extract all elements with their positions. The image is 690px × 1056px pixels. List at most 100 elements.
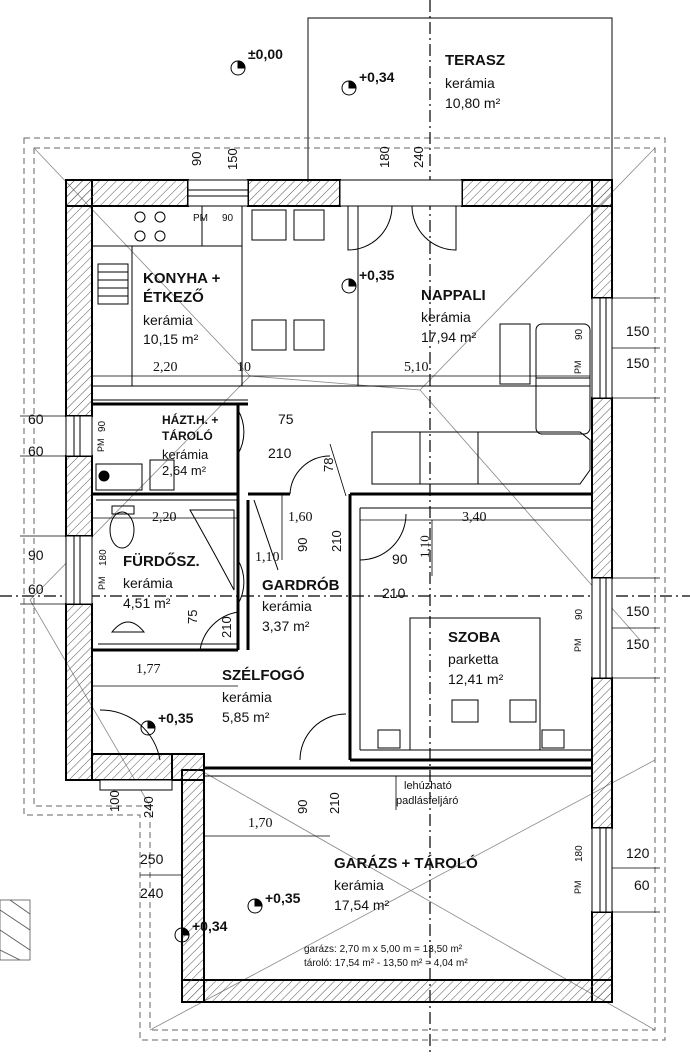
level-garage: +0,35 <box>265 890 301 906</box>
dim-210d: 210 <box>327 792 342 814</box>
room-garazs-name: GARÁZS + TÁROLÓ <box>334 855 478 872</box>
sofa <box>371 323 591 485</box>
dim-right-150a: 150 <box>626 323 650 339</box>
dim-top-150: 150 <box>225 148 240 170</box>
ground-hatch <box>0 899 31 961</box>
bed <box>377 617 565 751</box>
exterior-walls <box>65 179 613 1003</box>
room-konyha-name-1: KONYHA + <box>143 270 221 287</box>
dim-top-180: 180 <box>377 146 392 168</box>
dim-top-240: 240 <box>411 146 426 168</box>
pm-label-left-bath: PM <box>97 576 107 591</box>
dim-left-60c: 60 <box>28 581 44 597</box>
room-furdo-area: 4,51 m² <box>123 595 171 611</box>
dim-left-90: 90 <box>28 547 44 563</box>
pm-label-right-room: PM <box>573 638 583 653</box>
dim-kitchen-width: 2,20 <box>153 360 178 375</box>
dim-right-150d: 150 <box>626 636 650 652</box>
dim-left-60b: 60 <box>28 443 44 459</box>
room-terasz-area: 10,80 m² <box>445 95 501 111</box>
level-living: +0,35 <box>359 267 395 283</box>
dim-right-150b: 150 <box>626 355 650 371</box>
dim-garage-door-width: 1,70 <box>248 816 273 831</box>
bathroom-fixtures <box>95 459 235 633</box>
dim-210b: 210 <box>329 530 344 552</box>
dim-78: 78 <box>321 457 336 472</box>
dim-room-depth: 1,10 <box>417 535 432 558</box>
dim-90d: 90 <box>222 213 234 224</box>
dim-entrance-width: 1,77 <box>136 662 161 677</box>
room-furdo-name: FÜRDŐSZ. <box>123 553 200 570</box>
dimension-lines <box>20 297 660 913</box>
windows <box>65 179 613 913</box>
pm-label-kitchen: PM <box>193 213 208 224</box>
room-szelfogo-material: kerámia <box>222 689 272 705</box>
level-entrance: +0,35 <box>158 710 194 726</box>
room-garazs-material: kerámia <box>334 877 384 893</box>
interior-thin <box>92 385 592 777</box>
dim-210e: 210 <box>382 585 406 601</box>
dim-100: 100 <box>107 790 122 812</box>
room-haztar-area: 2,64 m² <box>162 463 207 478</box>
room-haztar-name-1: HÁZT.H. + <box>162 413 219 427</box>
calc-note-1: garázs: 2,70 m x 5,00 m = 13,50 m² <box>304 944 463 955</box>
pm-label-right-garage: PM <box>573 880 583 895</box>
dim-right-120: 120 <box>626 845 650 861</box>
room-szoba-name: SZOBA <box>448 629 501 646</box>
room-szoba-area: 12,41 m² <box>448 671 504 687</box>
room-terasz-material: kerámia <box>445 75 495 91</box>
attic-note-2: padlásfeljáró <box>396 795 459 807</box>
calc-note-2: tároló: 17,54 m² - 13,50 m² = 4,04 m² <box>304 958 468 969</box>
dim-v90a: 90 <box>574 328 585 340</box>
dim-hall-width: 1,60 <box>288 510 313 525</box>
dim-v90b: 90 <box>574 608 585 620</box>
dim-bath-width: 2,20 <box>152 510 177 525</box>
dim-living-width: 5,10 <box>404 360 429 375</box>
room-nappali-area: 17,94 m² <box>421 329 477 345</box>
dim-v180: 180 <box>574 845 585 862</box>
dim-right-150c: 150 <box>626 603 650 619</box>
level-outside: ±0,00 <box>248 46 283 62</box>
room-gardrob-material: kerámia <box>262 598 312 614</box>
dim-210c: 210 <box>219 616 234 638</box>
room-haztar-material: kerámia <box>162 447 209 462</box>
doors <box>99 205 457 761</box>
level-garage-door: +0,34 <box>192 918 228 934</box>
room-nappali-name: NAPPALI <box>421 287 486 304</box>
room-garazs-area: 17,54 m² <box>334 897 390 913</box>
room-konyha-name-2: ÉTKEZŐ <box>143 289 204 306</box>
dim-90a: 90 <box>295 537 310 552</box>
level-terrace: +0,34 <box>359 69 395 85</box>
dim-240a: 240 <box>141 796 156 818</box>
interior-walls <box>92 402 592 770</box>
attic-note-1: lehúzható <box>404 780 452 792</box>
dim-top-90: 90 <box>189 151 204 166</box>
room-konyha-area: 10,15 m² <box>143 331 199 347</box>
dim-90pm: 90 <box>97 420 108 432</box>
dim-left-60a: 60 <box>28 411 44 427</box>
level-markers <box>140 60 357 943</box>
room-terasz-name: TERASZ <box>445 52 505 69</box>
dim-right-60: 60 <box>634 877 650 893</box>
dim-75b: 75 <box>185 609 200 624</box>
dim-10: 10 <box>237 360 251 375</box>
room-gardrob-area: 3,37 m² <box>262 618 310 634</box>
room-furdo-material: kerámia <box>123 575 173 591</box>
room-haztar-name-2: TÁROLÓ <box>162 429 213 443</box>
dim-90c: 90 <box>392 551 408 567</box>
dim-210a: 210 <box>268 445 292 461</box>
room-nappali-material: kerámia <box>421 309 471 325</box>
room-konyha-material: kerámia <box>143 312 193 328</box>
dim-250: 250 <box>140 851 164 867</box>
room-szelfogo-name: SZÉLFOGÓ <box>222 667 305 684</box>
dim-180f: 180 <box>98 549 109 566</box>
pm-label-right-living: PM <box>573 360 583 375</box>
pm-label-left-top: PM <box>96 438 106 453</box>
terrace-outline <box>307 17 613 182</box>
room-szoba-material: parketta <box>448 651 499 667</box>
dim-gardrob-width: 1,10 <box>255 550 280 565</box>
kitchen-counter <box>91 205 359 387</box>
